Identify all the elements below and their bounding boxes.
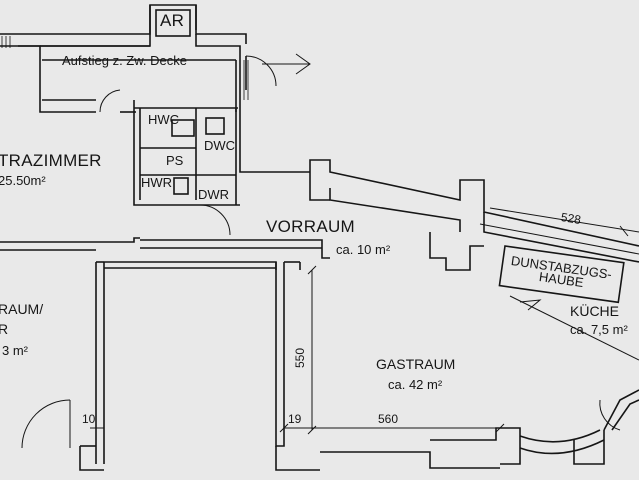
- middle-walls: [0, 237, 330, 464]
- stair-lines: [1, 36, 249, 100]
- room-label-kueche: KÜCHE: [570, 303, 620, 319]
- dimension-lines: [90, 207, 639, 435]
- room-label-gastraum: GASTRAUM: [376, 356, 456, 372]
- door-swings: [21, 55, 621, 449]
- dimension-560: 560: [378, 412, 399, 426]
- room-label-hwc: HWC: [148, 112, 180, 127]
- room-area-vorraum: ca. 10 m²: [336, 242, 391, 257]
- arrow-icon: [262, 53, 311, 75]
- room-label-ps: PS: [166, 153, 184, 168]
- room-label-raum-line1: RAUM/: [0, 301, 44, 317]
- room-label-aufstieg: Aufstieg z. Zw. Decke: [62, 53, 187, 68]
- room-label-dwr: DWR: [198, 187, 230, 202]
- kitchen-walls: [309, 159, 639, 304]
- room-label-hwr: HWR: [141, 175, 173, 190]
- room-area-gastraum: ca. 42 m²: [388, 377, 443, 392]
- bottom-walls: [79, 389, 639, 471]
- dimension-528: 528: [559, 210, 582, 227]
- room-label-ar: AR: [160, 11, 185, 30]
- room-area-kueche: ca. 7,5 m²: [570, 322, 628, 337]
- dimension-550: 550: [293, 347, 307, 368]
- room-area-extrazimmer: 25.50m²: [0, 173, 46, 188]
- dimension-10: 10: [82, 412, 96, 426]
- room-area-raum: 3 m²: [2, 343, 28, 358]
- room-label-extrazimmer: TRAZIMMER: [0, 151, 102, 170]
- room-label-vorraum: VORRAUM: [266, 217, 355, 236]
- dimension-19: 19: [288, 412, 302, 426]
- room-label-raum-line2: R: [0, 321, 9, 337]
- toilet-block-walls: [133, 100, 310, 206]
- room-label-dwc: DWC: [204, 138, 236, 153]
